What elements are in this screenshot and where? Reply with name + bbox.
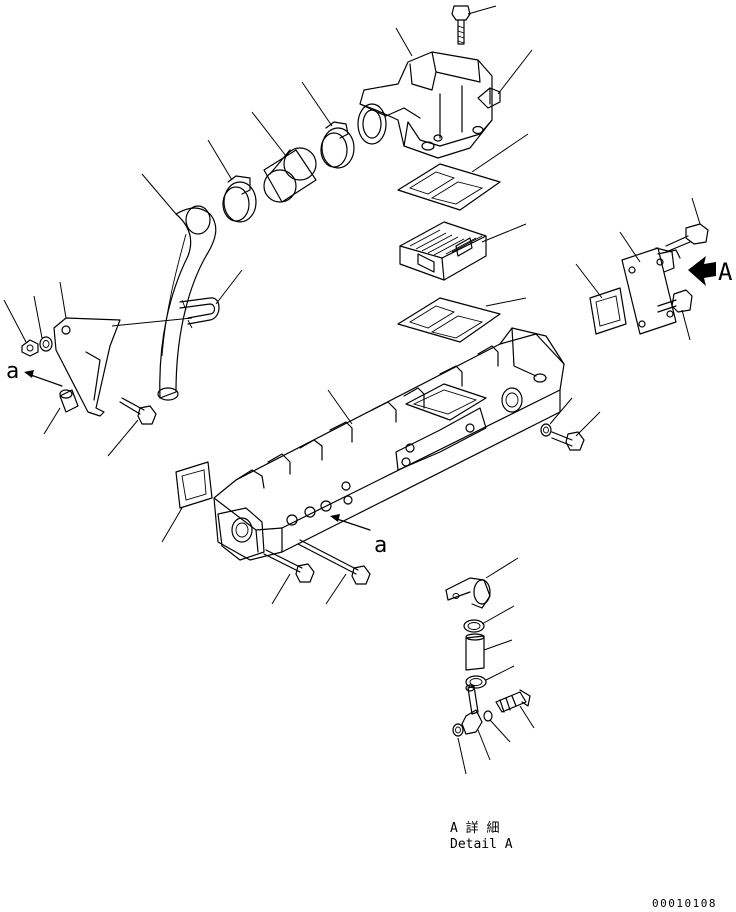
- hose-clamp-upper: [301, 81, 355, 169]
- banjo-bolt: [461, 684, 491, 761]
- pin: [465, 633, 513, 671]
- elbow-fitting: [445, 557, 519, 609]
- small-washer-left: [452, 723, 467, 775]
- cover-plate: [619, 231, 681, 335]
- drawing-number: 00010108: [652, 897, 717, 910]
- bracket-nut: [3, 299, 39, 357]
- manifold-body: [213, 327, 565, 561]
- heater-plate: [399, 221, 527, 281]
- upper-gasket: [397, 133, 529, 211]
- bracket-washer: [33, 295, 53, 352]
- view-label-a-left: a: [6, 359, 19, 384]
- spacer-collar: [43, 389, 79, 435]
- cover-bolt-lower: [657, 289, 693, 341]
- connector-nipple: [495, 689, 535, 729]
- side-bolt: [551, 411, 601, 451]
- ring-upper: [463, 605, 515, 633]
- view-label-a: A: [718, 258, 733, 286]
- small-washer-right: [483, 710, 511, 743]
- end-gasket: [161, 461, 213, 543]
- lower-gasket: [397, 297, 527, 343]
- view-arrow-a-big: A: [688, 256, 733, 286]
- u-bolt: [179, 269, 243, 329]
- water-hose: [141, 173, 217, 401]
- view-arrow-a-right: a: [330, 514, 387, 558]
- side-washer: [540, 397, 573, 437]
- view-label-a-right: a: [374, 533, 387, 558]
- connector-sleeve: [251, 111, 317, 203]
- hose-bracket: [53, 281, 193, 417]
- sensor-plug: [477, 49, 533, 109]
- thermostat-housing: [357, 27, 493, 159]
- detail-caption-japanese: A 詳 細: [450, 820, 499, 836]
- detail-caption-english: Detail A: [450, 837, 513, 852]
- manifold-bolt-long: [297, 539, 371, 605]
- manifold-bolt-short: [263, 549, 315, 605]
- view-arrow-a-left: a: [6, 359, 63, 387]
- ring-lower: [465, 665, 515, 689]
- cover-gasket: [575, 263, 627, 335]
- top-bolt: [451, 5, 497, 45]
- bracket-bolt: [107, 397, 157, 457]
- cover-bolt-upper: [665, 197, 709, 253]
- hose-clamp-lower: [207, 139, 257, 223]
